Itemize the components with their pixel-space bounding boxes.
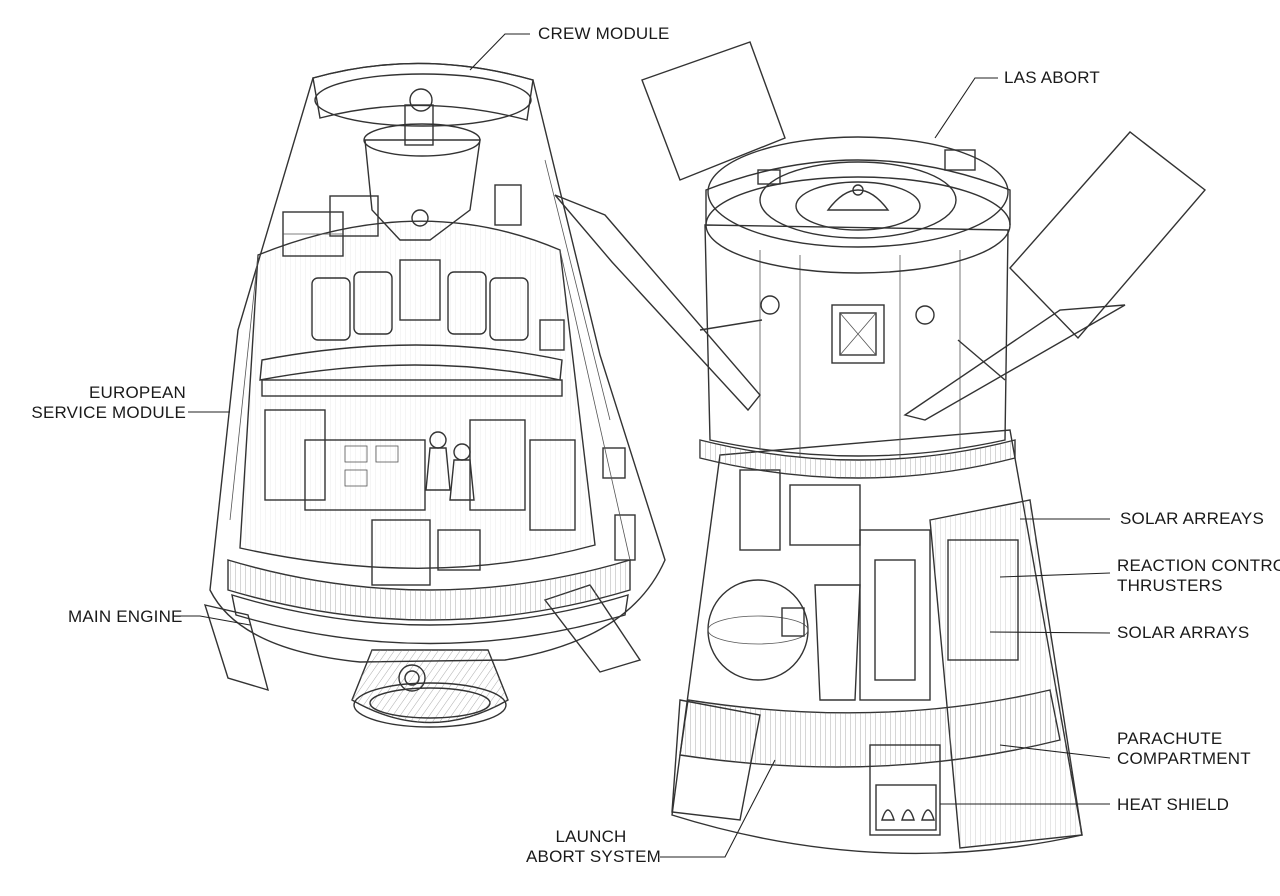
label-solar-arrays-1: SOLAR ARREAYS — [1120, 509, 1265, 528]
label-european-service-module: EUROPEAN SERVICE MODULE — [30, 383, 186, 423]
label-heat-shield: HEAT SHIELD — [1117, 795, 1230, 814]
upper-seats — [311, 259, 529, 341]
label-crew-module: CREW MODULE — [538, 24, 670, 43]
crew-capsule-cutaway — [203, 62, 666, 728]
label-rct-line1: REACTION CONTROL — [1117, 556, 1280, 575]
service-module-cutaway — [554, 41, 1207, 855]
leader-lines — [178, 33, 1111, 858]
label-european-line2: SERVICE MODULE — [31, 403, 186, 422]
label-european-line1: EUROPEAN — [88, 383, 186, 402]
label-parachute-line2: COMPARTMENT — [1117, 749, 1251, 768]
label-main-engine: MAIN ENGINE — [68, 607, 183, 626]
label-parachute-line1: PARACHUTE — [1117, 729, 1223, 748]
label-las-abort: LAS ABORT — [1004, 68, 1100, 87]
label-las-line1: LAUNCH — [555, 827, 627, 846]
label-las-line2: ABORT SYSTEM — [526, 847, 661, 866]
label-reaction-control-thrusters: REACTION CONTROL THRUSTERS — [1117, 556, 1280, 596]
label-solar-arrays-2: SOLAR ARRAYS — [1117, 623, 1250, 642]
label-launch-abort-system: LAUNCH ABORT SYSTEM — [526, 827, 661, 867]
label-parachute-compartment: PARACHUTE COMPARTMENT — [1117, 729, 1251, 769]
label-rct-line2: THRUSTERS — [1117, 576, 1223, 595]
